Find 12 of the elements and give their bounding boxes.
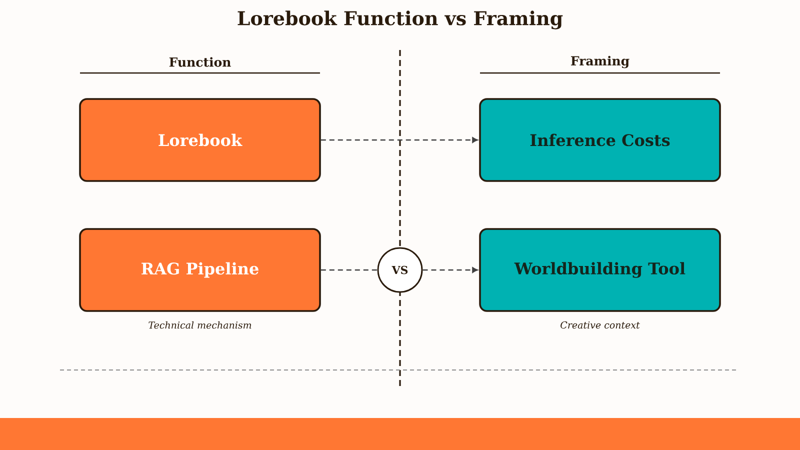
- title: Lorebook Function vs Framing: [238, 10, 563, 30]
- arrow: [422, 267, 478, 273]
- connector-line: [320, 269, 378, 271]
- column-caption: Technical mechanism: [148, 321, 252, 329]
- column-heading: Function: [169, 57, 231, 67]
- column-caption: Creative context: [560, 321, 640, 329]
- concept-box: Inference Costs: [479, 98, 721, 182]
- concept-box: Worldbuilding Tool: [479, 228, 721, 312]
- concept-box: Lorebook: [79, 98, 321, 182]
- concept-box: RAG Pipeline: [79, 228, 321, 312]
- arrow: [320, 137, 478, 143]
- column-heading: Framing: [571, 56, 630, 68]
